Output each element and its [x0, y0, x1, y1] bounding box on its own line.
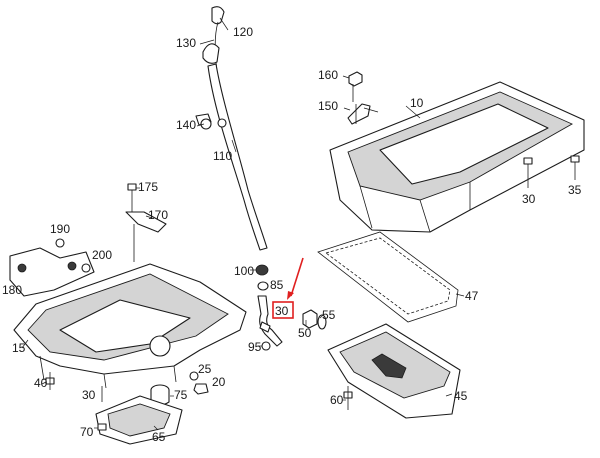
bolt-70-head-part [97, 423, 107, 431]
callout-100: 100 [234, 264, 254, 278]
callout-160: 160 [318, 68, 338, 82]
upper-oil-pan [329, 71, 585, 233]
gasket-group [317, 231, 465, 323]
callout-75: 75 [174, 388, 188, 402]
callout-25: 25 [198, 362, 212, 376]
bolt-30-upper-head-part [523, 157, 533, 165]
callout-120: 120 [233, 25, 253, 39]
leader-10 [405, 105, 421, 119]
leader-160 [342, 75, 350, 79]
highlight-arrow-line [290, 257, 304, 297]
upper-pan-ribs-part [359, 182, 471, 233]
strainer-mesh-part [107, 403, 171, 437]
callout-45: 45 [454, 389, 468, 403]
leader-65 [153, 425, 159, 431]
callout-47: 47 [465, 289, 479, 303]
bolt-160-part [348, 71, 363, 87]
highlight-group [272, 257, 304, 319]
bracket-150-part [347, 103, 371, 125]
upper-pan-recess-part [379, 103, 549, 185]
callout-60: 60 [330, 393, 344, 407]
callout-130: 130 [176, 36, 196, 50]
drain-plug-part [302, 309, 318, 329]
strainer-group [94, 371, 209, 445]
leader-40 [41, 381, 47, 385]
pipe-clip-part [259, 321, 271, 333]
tube-cap-part [202, 43, 220, 64]
bracket-150-arm-part [355, 104, 379, 124]
oil-pipe-part [257, 295, 283, 347]
o-ring-25-part [189, 371, 199, 381]
leader-47 [455, 293, 465, 297]
leader-170 [145, 215, 153, 219]
callout-190: 190 [50, 222, 70, 236]
o-ring-part [257, 281, 269, 291]
pickup-pipe-group [250, 264, 283, 351]
bracket-180-hole-part [17, 263, 27, 273]
callout-85: 85 [270, 278, 284, 292]
pipe-bolt-part [261, 341, 271, 351]
callout-labels: 130 120 140 110 160 150 10 30 35 175 170… [2, 25, 582, 444]
bolt-200-part [81, 263, 91, 273]
callout-110: 110 [213, 149, 232, 163]
leader-110 [231, 139, 237, 153]
leader-55 [319, 313, 325, 319]
main-oil-pan [9, 183, 247, 402]
leader-130 [199, 39, 215, 45]
bracket-180-part [9, 247, 95, 297]
callout-40: 40 [34, 376, 48, 390]
leader-120 [219, 17, 229, 31]
plug-group [302, 309, 327, 330]
callout-65: 65 [152, 430, 166, 444]
leader-45 [445, 393, 453, 397]
callout-35: 35 [568, 183, 582, 197]
tube-clamp-part [217, 118, 227, 128]
seal-ring-part [255, 264, 269, 276]
callout-50: 50 [298, 326, 312, 340]
callout-80-highlighted: 30 [275, 304, 289, 318]
callout-30-upper: 30 [522, 192, 536, 206]
bracket-bolt-part [200, 118, 212, 130]
gasket-inner-part [325, 237, 451, 315]
highlight-box [272, 301, 294, 319]
callout-175: 175 [138, 180, 158, 194]
guide-tube-part [207, 63, 268, 251]
gasket-outer-part [317, 231, 459, 323]
bolt-35-head-part [570, 155, 580, 163]
bracket-170-part [125, 211, 167, 233]
highlight-arrow-head [287, 291, 294, 300]
lower-pan-drain-part [371, 353, 407, 379]
callout-140: 140 [176, 118, 196, 132]
lower-oil-pan [327, 323, 461, 419]
callout-20: 20 [212, 375, 226, 389]
callout-150: 150 [318, 99, 338, 113]
bolt-175-head-part [127, 183, 137, 191]
callout-55: 55 [322, 308, 336, 322]
callout-30-lower: 30 [82, 388, 96, 402]
main-pan-boss-part [149, 335, 171, 357]
callout-170: 170 [148, 208, 168, 222]
callout-10: 10 [410, 96, 424, 110]
callout-180: 180 [2, 283, 22, 297]
bolt-190-part [55, 238, 65, 248]
sealing-ring-part [317, 314, 327, 330]
main-pan-ribs-part [39, 355, 177, 389]
callout-95: 95 [248, 340, 262, 354]
leader-140 [196, 123, 205, 127]
bracket-180-hole2-part [67, 261, 77, 271]
dipstick-assembly [195, 6, 268, 251]
leader-15 [21, 339, 29, 349]
callout-70: 70 [80, 425, 94, 439]
callout-200: 200 [92, 248, 112, 262]
callout-15: 15 [12, 341, 26, 355]
leader-150 [343, 107, 351, 111]
plug-20-part [193, 383, 209, 395]
